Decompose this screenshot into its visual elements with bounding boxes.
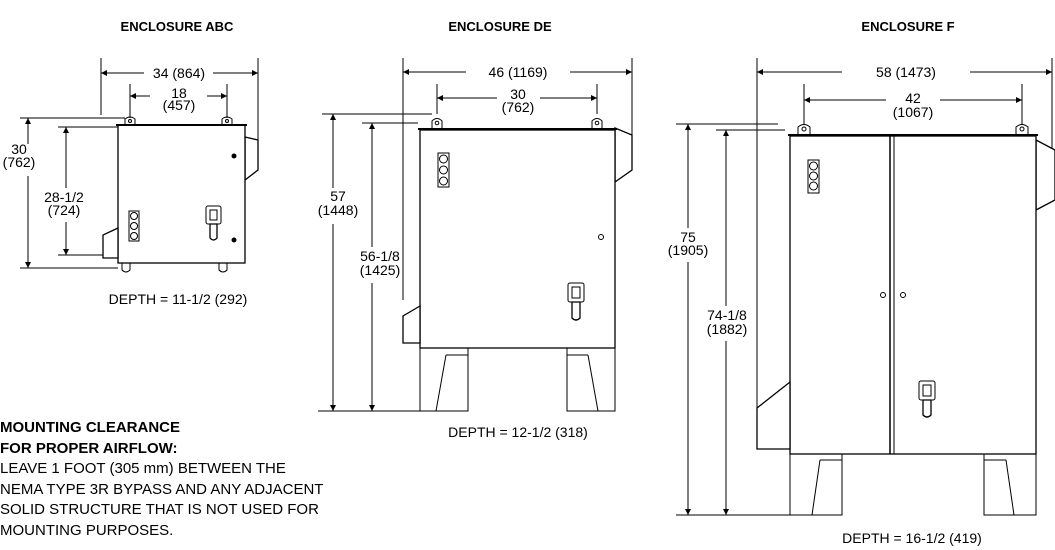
- f-width-mount-label: 42: [905, 90, 921, 106]
- enclosure-de-title: ENCLOSURE DE: [448, 19, 552, 34]
- enclosure-abc-title: ENCLOSURE ABC: [121, 19, 235, 34]
- enclosure-de-body: [402, 118, 633, 412]
- de-height-mount-label: 56-1/8: [360, 248, 400, 264]
- note-line-2: NEMA TYPE 3R BYPASS AND ANY ADJACENT: [0, 480, 324, 498]
- de-width-mount-label: 30: [510, 86, 526, 102]
- enclosure-abc: ENCLOSURE ABC 34 (864) 18 (457) 30 (762)…: [3, 19, 259, 307]
- f-depth-label: DEPTH = 16-1/2 (419): [842, 530, 982, 546]
- enclosure-f-body: [756, 124, 1055, 516]
- de-pilot-lights: [437, 152, 450, 188]
- f-height-mount-label: 74-1/8: [707, 307, 747, 323]
- enclosure-f: ENCLOSURE F 58 (1473) 42 (1067) 75 (1905…: [668, 19, 1055, 546]
- enclosure-f-title: ENCLOSURE F: [861, 19, 954, 34]
- f-width-mount-metric: (1067): [893, 104, 933, 120]
- abc-height-overall-metric: (762): [3, 154, 36, 170]
- note-heading-2: FOR PROPER AIRFLOW:: [0, 439, 178, 457]
- abc-width-mount-label: 18: [171, 85, 187, 101]
- de-handle: [567, 282, 585, 321]
- note-heading-1: MOUNTING CLEARANCE: [0, 419, 180, 436]
- abc-depth-label: DEPTH = 11-1/2 (292): [109, 291, 248, 307]
- abc-height-overall-label: 30: [11, 141, 27, 157]
- de-height-overall-metric: (1448): [318, 202, 358, 218]
- enclosure-abc-body: [102, 116, 259, 273]
- de-height-mount-metric: (1425): [360, 262, 400, 278]
- f-pilot-lights: [807, 159, 820, 194]
- f-height-overall-metric: (1905): [668, 242, 708, 258]
- abc-width-overall-label: 34 (864): [153, 65, 205, 81]
- abc-height-mount-label: 28-1/2: [44, 189, 84, 205]
- enclosure-de: ENCLOSURE DE 46 (1169) 30 (762) 57 (1448…: [318, 19, 633, 440]
- mounting-clearance-note: MOUNTING CLEARANCE FOR PROPER AIRFLOW: L…: [0, 418, 520, 541]
- f-handle: [918, 380, 936, 418]
- note-line-4: MOUNTING PURPOSES.: [0, 521, 174, 539]
- abc-height-mount-metric: (724): [48, 202, 81, 218]
- f-width-overall-label: 58 (1473): [876, 64, 936, 80]
- de-height-overall-label: 57: [330, 188, 346, 204]
- de-width-mount-metric: (762): [502, 99, 535, 115]
- abc-width-mount-metric: (457): [163, 97, 196, 113]
- abc-pilot-lights: [128, 210, 140, 242]
- abc-handle: [205, 205, 222, 241]
- f-height-overall-label: 75: [680, 229, 696, 245]
- note-line-1: LEAVE 1 FOOT (305 mm) BETWEEN THE: [0, 460, 286, 477]
- note-line-3: SOLID STRUCTURE THAT IS NOT USED FOR: [0, 501, 319, 518]
- f-height-mount-metric: (1882): [707, 321, 747, 337]
- de-width-overall-label: 46 (1169): [489, 64, 548, 80]
- de-depth-label: DEPTH = 12-1/2 (318): [448, 424, 588, 440]
